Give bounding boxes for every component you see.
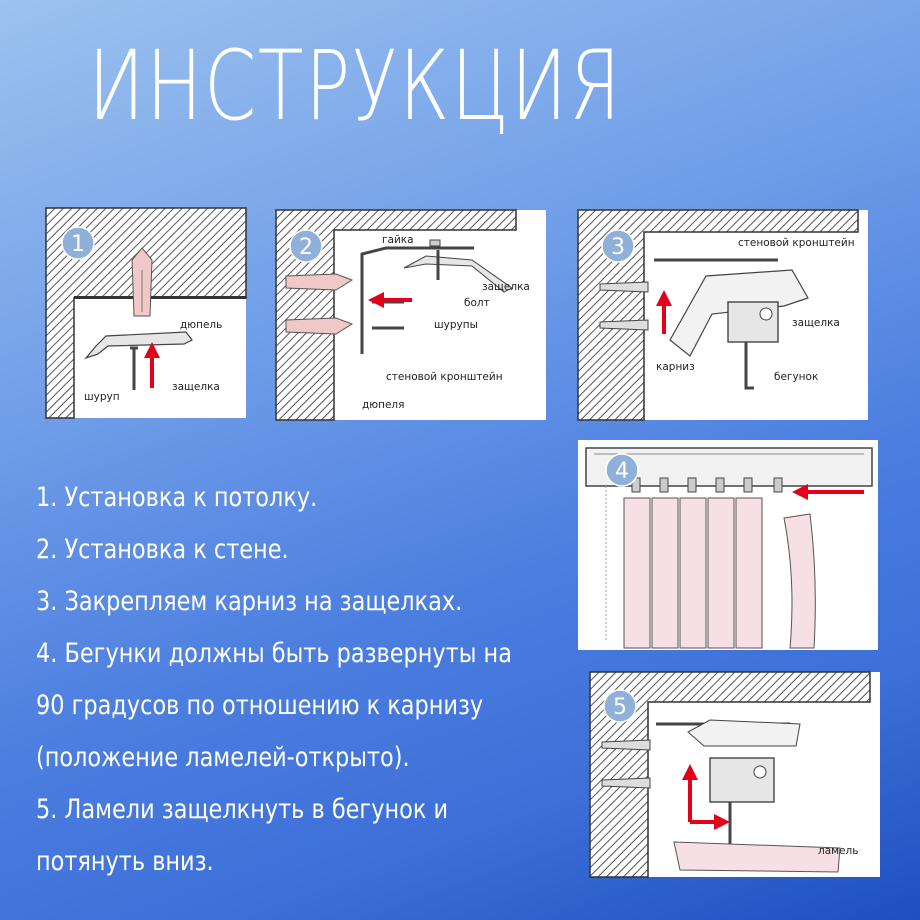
label-cornice: карниз (656, 361, 695, 373)
diagram-5-slat-snap: 5 ламель (589, 671, 880, 878)
label-bracket: стеновой кронштейн (386, 371, 503, 383)
label-screw: шуруп (84, 391, 120, 403)
step-line: 90 градусов по отношению к карнизу (36, 690, 484, 721)
steps-list: 1. Установка к потолку. 2. Установка к с… (36, 472, 606, 888)
diagram-5-number: 5 (613, 695, 627, 720)
step-line: 5. Ламели защелкнуть в бегунок и (36, 794, 449, 825)
diagram-1-ceiling-mount: 1 дюпель шуруп защелка (45, 207, 247, 419)
diagram-2-wall-mount: 2 гайка защелка болт шурупы стеновой кро… (275, 209, 546, 421)
label-dowel: дюпель (180, 319, 222, 331)
label-dowels: дюпеля (362, 399, 404, 411)
diagram-2-number: 2 (299, 235, 313, 260)
label-nut: гайка (382, 234, 414, 246)
step-line: 3. Закрепляем карниз на защелках. (36, 586, 463, 617)
label-screws: шурупы (434, 319, 478, 331)
label-latch: защелка (172, 381, 220, 393)
step-line: потянуть вниз. (36, 846, 214, 877)
label-latch: защелка (482, 281, 530, 293)
label-bracket: стеновой кронштейн (738, 237, 855, 249)
diagram-1-number: 1 (71, 232, 85, 257)
label-latch: защелка (792, 317, 840, 329)
step-line: 4. Бегунки должны быть развернуты на (36, 638, 512, 669)
page-title: ИНСТРУКЦИЯ (88, 30, 623, 142)
step-line: 1. Установка к потолку. (36, 482, 318, 513)
step-line: 2. Установка к стене. (36, 534, 289, 565)
diagram-4-runners-rotated: 4 (578, 440, 878, 650)
diagram-3-number: 3 (611, 235, 625, 260)
label-slat: ламель (818, 845, 858, 857)
label-bolt: болт (464, 297, 490, 309)
diagram-4-number: 4 (615, 459, 629, 484)
label-runner: бегунок (774, 371, 818, 383)
step-line: (положение ламелей-открыто). (36, 742, 410, 773)
diagram-3-cornice-on-latches: 3 стеновой кронштейн защелка карниз бегу… (577, 209, 868, 421)
